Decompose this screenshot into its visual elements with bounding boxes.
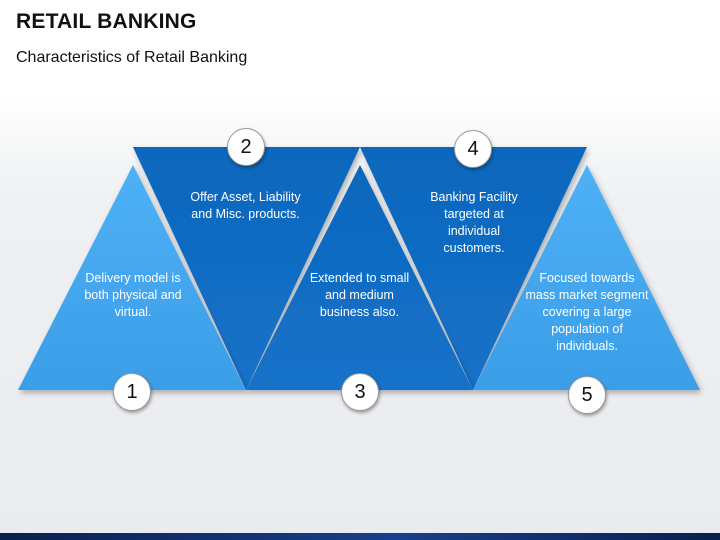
step-2-badge: 2 — [227, 128, 265, 166]
step-3-text: Extended to small and medium business al… — [309, 271, 410, 319]
step-1-text: Delivery model is both physical and virt… — [84, 271, 182, 319]
step-3-badge: 3 — [341, 373, 379, 411]
footer-bar — [0, 533, 720, 540]
triangle-5 — [473, 165, 700, 390]
step-4-text: Banking Facility targeted at individual … — [430, 190, 518, 255]
triangle-4 — [360, 147, 587, 390]
triangle-3 — [246, 165, 473, 390]
triangle-2 — [133, 147, 360, 390]
step-5-badge: 5 — [568, 376, 606, 414]
slide-subtitle: Characteristics of Retail Banking — [16, 49, 248, 66]
triangle-1 — [18, 165, 246, 390]
slide-title: RETAIL BANKING — [16, 10, 197, 33]
step-5-text: Focused towards mass market segment cove… — [525, 271, 649, 353]
step-4-badge: 4 — [454, 130, 492, 168]
step-2-text: Offer Asset, Liability and Misc. product… — [190, 190, 301, 221]
step-1-badge: 1 — [113, 373, 151, 411]
